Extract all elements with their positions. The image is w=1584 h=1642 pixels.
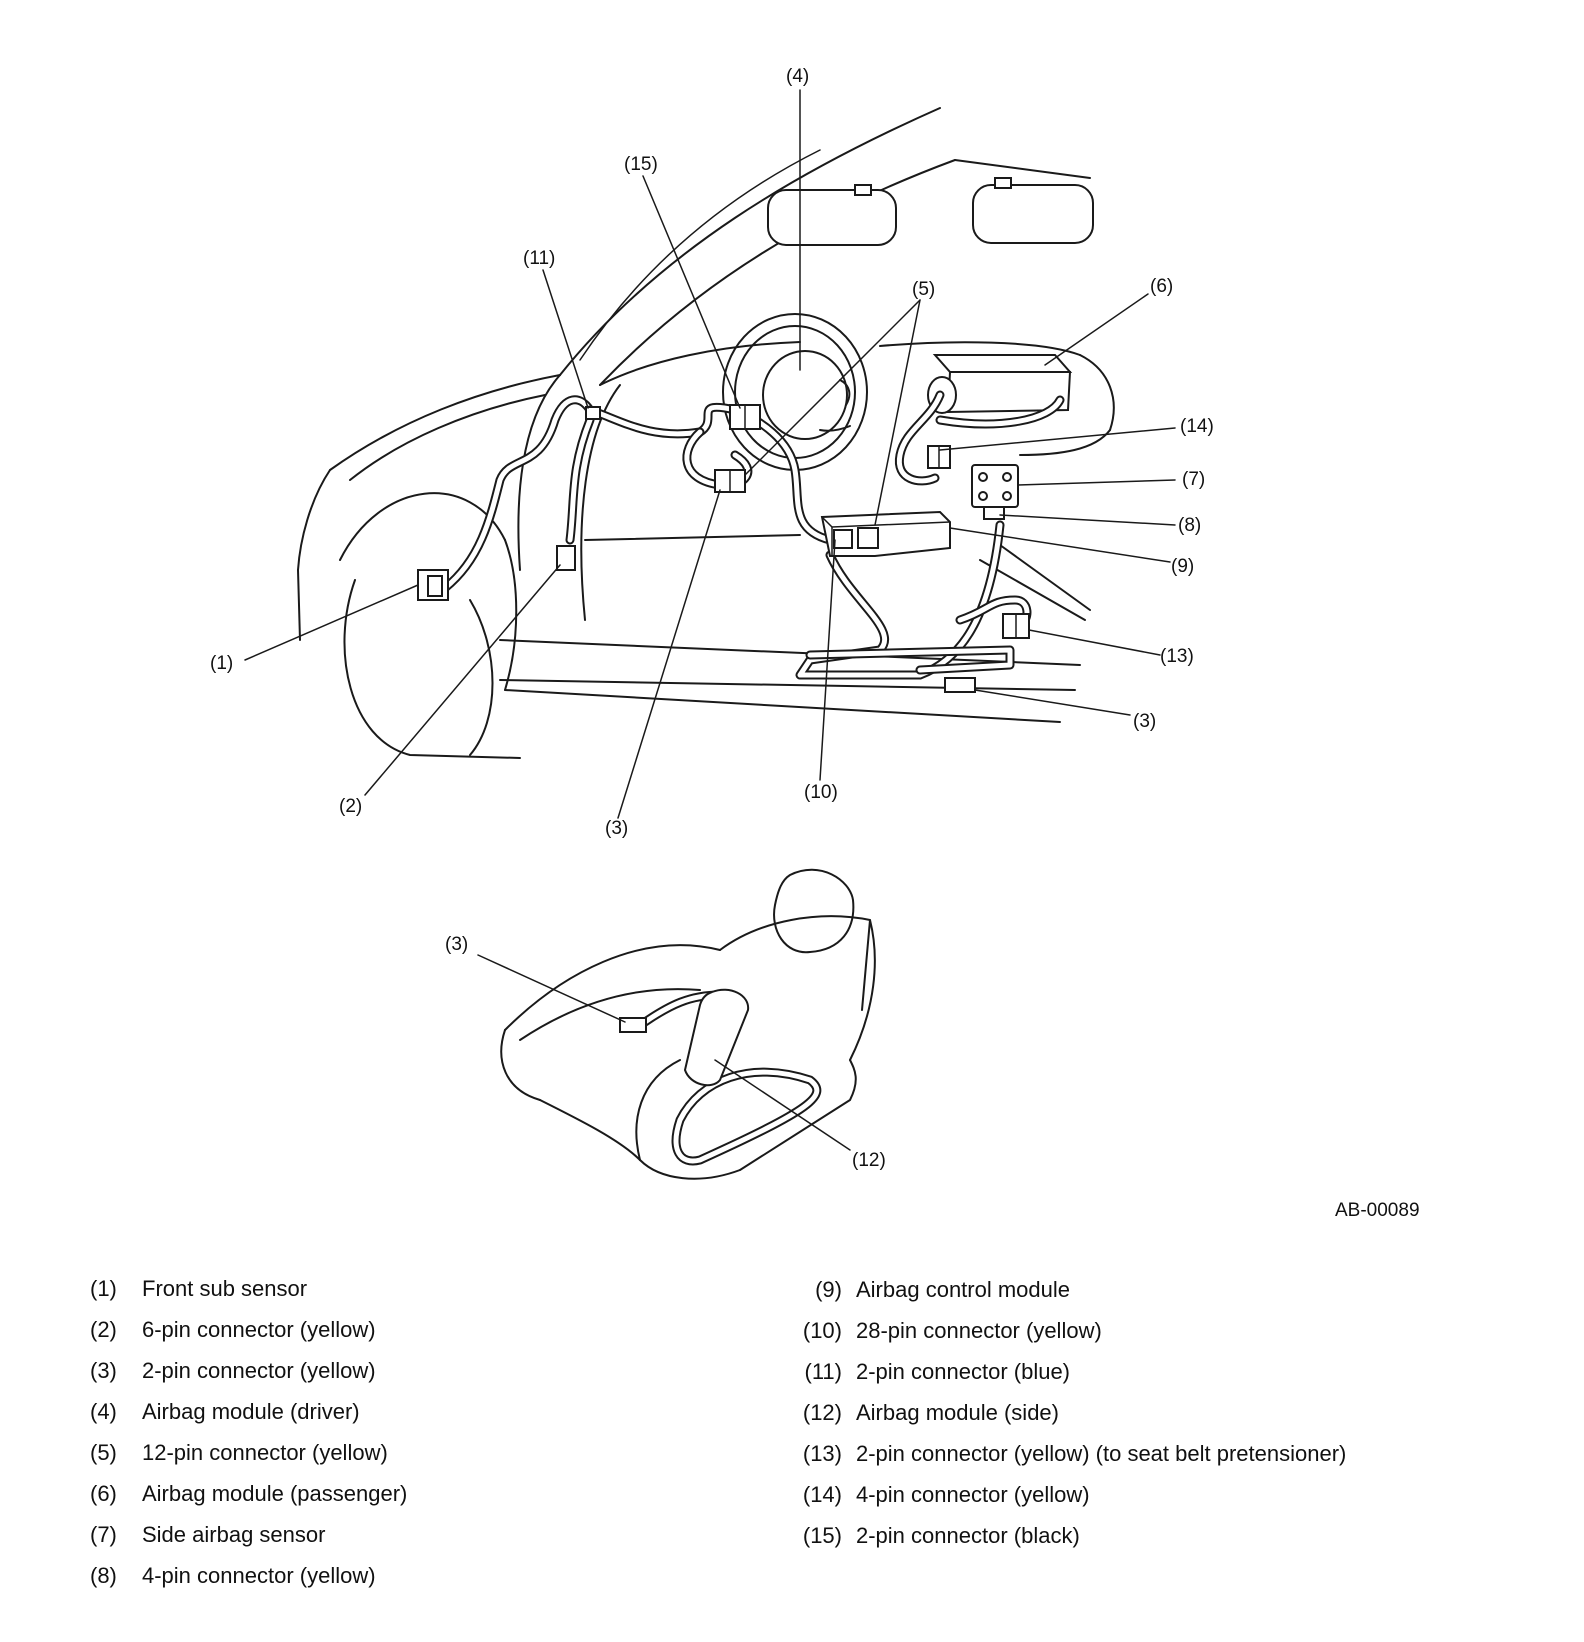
callout-12: (12)	[852, 1150, 886, 1171]
legend-text: Front sub sensor	[142, 1276, 308, 1301]
legend-text: 2-pin connector (black)	[856, 1523, 1080, 1548]
callout-10: (10)	[804, 782, 838, 803]
twelve-pin-connector	[714, 469, 746, 493]
two-pin-connector-blue	[585, 406, 601, 420]
figure-id: AB-00089	[1335, 1200, 1420, 1221]
legend-number: (6)	[90, 1481, 117, 1506]
legend-item: (1) Front sub sensor	[90, 1268, 407, 1309]
legend-item: (14) 4-pin connector (yellow)	[790, 1474, 1346, 1515]
six-pin-connector	[556, 545, 576, 571]
legend-number: (14)	[802, 1482, 842, 1507]
callout-15: (15)	[624, 154, 658, 175]
callout-7: (7)	[1182, 469, 1205, 490]
legend-text: 12-pin connector (yellow)	[142, 1440, 388, 1465]
legend-item: (3) 2-pin connector (yellow)	[90, 1350, 407, 1391]
passenger-airbag-module	[927, 354, 1073, 414]
callout-1: (1)	[210, 653, 233, 674]
four-pin-connector-passenger	[927, 445, 951, 469]
callout-4: (4)	[786, 66, 809, 87]
callout-6: (6)	[1150, 276, 1173, 297]
legend-number: (8)	[90, 1563, 117, 1588]
airbag-system-diagram: (4) (15) (11) (5) (6) (14) (7) (8) (9) (…	[210, 66, 1214, 1180]
legend-number: (7)	[90, 1522, 117, 1547]
legend-number: (15)	[802, 1523, 842, 1548]
legend-right: (9) Airbag control module (10) 28-pin conn…	[790, 1269, 1346, 1556]
callout-2: (2)	[339, 796, 362, 817]
side-airbag-module	[683, 988, 750, 1087]
legend-text: 28-pin connector (yellow)	[856, 1318, 1102, 1343]
legend-text: Airbag control module	[856, 1277, 1071, 1302]
front-sub-sensor	[417, 569, 449, 601]
legend-text: Airbag module (side)	[856, 1400, 1059, 1425]
legend-number: (1)	[90, 1276, 117, 1301]
airbag-control-module	[820, 510, 951, 557]
two-pin-connector-black	[729, 404, 761, 430]
driver-airbag-module	[722, 313, 868, 471]
callout-8: (8)	[1178, 515, 1201, 536]
legend-item: (6) Airbag module (passenger)	[90, 1473, 407, 1514]
legend-text: Airbag module (driver)	[142, 1399, 360, 1424]
legend-item: (12) Airbag module (side)	[790, 1392, 1346, 1433]
leader-lines	[244, 89, 1176, 1151]
legend-item: (13) 2-pin connector (yellow) (to seat be…	[790, 1433, 1346, 1474]
legend-number: (3)	[90, 1358, 117, 1383]
legend-item: (11) 2-pin connector (blue)	[790, 1351, 1346, 1392]
callout-3-seat: (3)	[445, 934, 468, 955]
legend-number: (10)	[802, 1318, 842, 1343]
two-pin-connector-floor	[944, 677, 976, 693]
legend-item: (10) 28-pin connector (yellow)	[790, 1310, 1346, 1351]
callout-9: (9)	[1171, 556, 1194, 577]
legend-text: 6-pin connector (yellow)	[142, 1317, 376, 1342]
legend-text: 4-pin connector (yellow)	[856, 1482, 1090, 1507]
legend-item: (7) Side airbag sensor	[90, 1514, 407, 1555]
callout-3-floor: (3)	[1133, 711, 1156, 732]
legend-item: (2) 6-pin connector (yellow)	[90, 1309, 407, 1350]
legend-left: (1) Front sub sensor (2) 6-pin connector (…	[90, 1268, 407, 1596]
legend-text: 4-pin connector (yellow)	[142, 1563, 376, 1588]
legend-text: 2-pin connector (blue)	[856, 1359, 1071, 1384]
legend-item: (15) 2-pin connector (black)	[790, 1515, 1346, 1556]
legend-text: Side airbag sensor	[142, 1522, 326, 1547]
seat-drawing	[500, 868, 876, 1180]
callout-5: (5)	[912, 279, 935, 300]
legend-number: (4)	[90, 1399, 117, 1424]
legend-item: (5) 12-pin connector (yellow)	[90, 1432, 407, 1473]
callout-14: (14)	[1180, 416, 1214, 437]
legend-item: (9) Airbag control module	[790, 1269, 1346, 1310]
legend-number: (2)	[90, 1317, 117, 1342]
legend-item: (4) Airbag module (driver)	[90, 1391, 407, 1432]
wiring-harness	[440, 390, 1065, 680]
callout-3-dash: (3)	[605, 818, 628, 839]
legend-number: (13)	[802, 1441, 842, 1466]
legend-item: (8) 4-pin connector (yellow)	[90, 1555, 407, 1596]
legend-text: Airbag module (passenger)	[142, 1481, 408, 1506]
legend-number: (11)	[804, 1359, 843, 1384]
legend-text: 2-pin connector (yellow) (to seat belt p…	[856, 1441, 1347, 1466]
callout-13: (13)	[1160, 646, 1194, 667]
legend-text: 2-pin connector (yellow)	[142, 1358, 376, 1383]
legend-number: (12)	[802, 1400, 842, 1425]
legend-number: (5)	[90, 1440, 117, 1465]
side-airbag-sensor	[971, 464, 1019, 520]
legend-number: (9)	[815, 1277, 842, 1302]
pretensioner-connector	[1002, 613, 1030, 639]
callout-11: (11)	[523, 248, 555, 269]
